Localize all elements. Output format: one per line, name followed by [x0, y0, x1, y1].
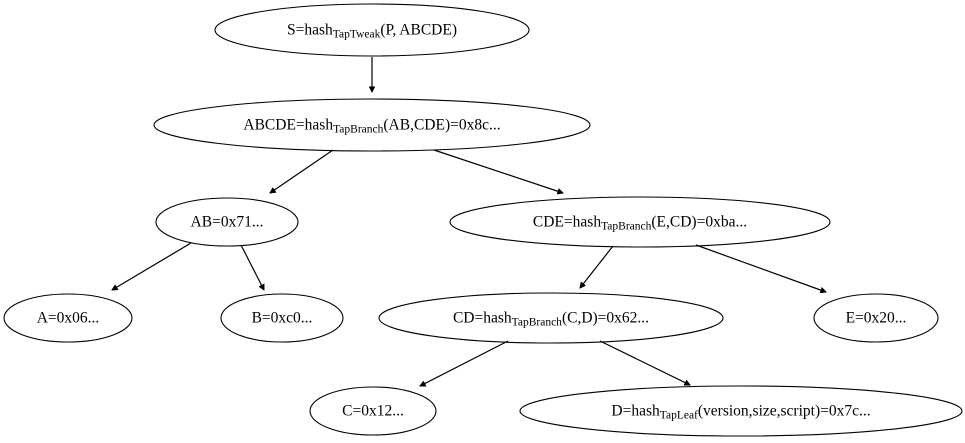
node-ellipse-a[interactable] [3, 293, 133, 343]
node-ellipse-s[interactable] [214, 3, 530, 57]
edge-cde-to-e [695, 244, 826, 292]
node-ellipse-d[interactable] [519, 385, 963, 437]
node-ellipse-c[interactable] [309, 386, 437, 436]
nodes-layer [3, 3, 963, 437]
node-ellipse-cde[interactable] [449, 196, 831, 248]
edge-cde-to-cd [580, 245, 614, 288]
node-ellipse-e[interactable] [813, 293, 939, 343]
edge-abcde-to-ab [270, 149, 334, 193]
node-ellipse-abcde[interactable] [153, 98, 591, 152]
edge-abcde-to-cde [433, 149, 563, 193]
node-ellipse-cd[interactable] [378, 292, 724, 344]
edge-cd-to-c [420, 340, 509, 387]
edge-ab-to-b [240, 244, 265, 290]
edge-ab-to-a [112, 242, 192, 290]
edge-cd-to-d [599, 340, 690, 386]
node-ellipse-b[interactable] [220, 293, 344, 343]
node-ellipse-ab[interactable] [155, 197, 299, 247]
edges-layer [112, 57, 826, 387]
